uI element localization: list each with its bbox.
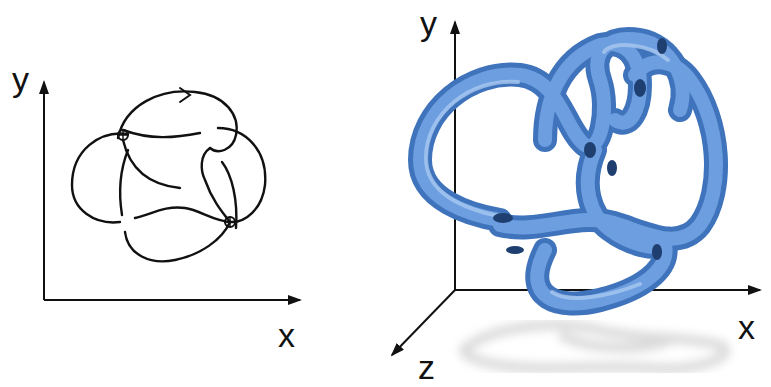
axis-label: x xyxy=(738,310,755,344)
axis-label: x xyxy=(278,318,295,352)
axis-label: z xyxy=(418,350,435,384)
tube-knot xyxy=(420,38,716,303)
axes-3d xyxy=(392,22,760,355)
axes-2d xyxy=(44,82,300,300)
axis-label: y xyxy=(420,6,437,40)
axis-label: y xyxy=(12,62,29,96)
knot-diagram xyxy=(72,88,265,261)
knot-shadow xyxy=(464,325,725,369)
